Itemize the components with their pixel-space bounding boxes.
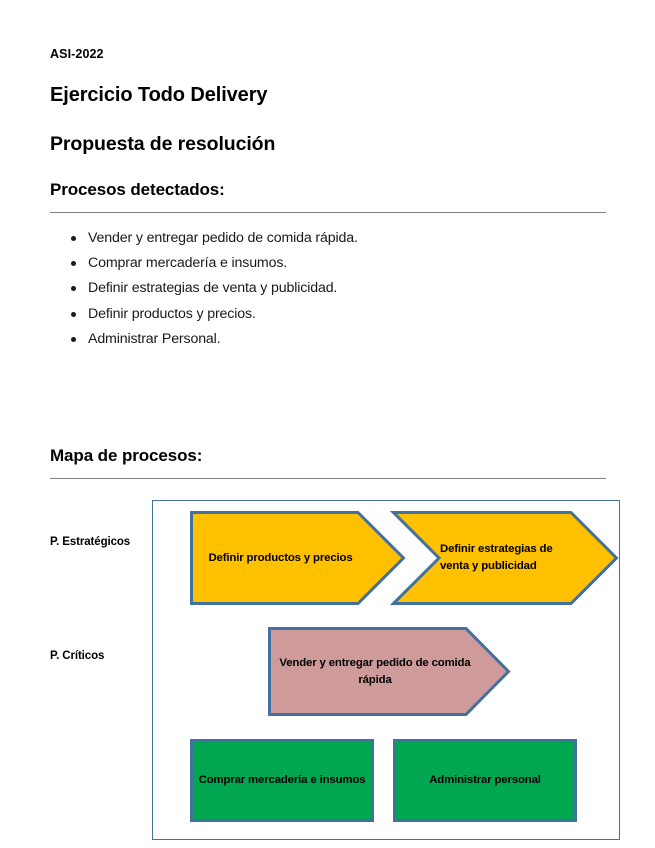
shape-comprar-mercaderia: Comprar mercadería e insumos [190,739,374,822]
list-item: Vender y entregar pedido de comida rápid… [71,226,588,251]
heading-divider-processes [50,212,606,213]
map-heading: Mapa de procesos: [50,446,203,465]
list-item: Administrar Personal. [71,327,588,352]
list-item: Comprar mercadería e insumos. [71,251,588,276]
rectangle-shape-icon [393,739,577,822]
processes-heading: Procesos detectados: [50,180,225,199]
shape-label: Comprar mercadería e insumos [198,774,366,786]
process-map-frame [152,500,620,840]
document-subtitle: Propuesta de resolución [50,133,276,155]
shape-definir-estrategias: Definir estrategias de venta y publicida… [392,511,618,605]
heading-divider-map [50,478,606,479]
chevron-shape-icon [392,511,618,605]
document-code: ASI-2022 [50,47,104,61]
list-item: Definir productos y precios. [71,302,588,327]
processes-list: Vender y entregar pedido de comida rápid… [62,226,588,352]
pentagon-shape-icon [268,627,510,716]
shape-label: Vender y entregar pedido de comida rápid… [279,656,471,686]
document-title: Ejercicio Todo Delivery [50,84,268,106]
rectangle-shape-icon [190,739,374,822]
shape-administrar-personal: Administrar personal [393,739,577,822]
row-label-critical: P. Críticos [50,650,105,662]
shape-definir-productos: Definir productos y precios [190,511,405,605]
shape-label: Definir estrategias de venta y publicida… [440,543,553,572]
shape-label: Definir productos y precios [208,551,353,564]
shape-label: Administrar personal [429,774,541,786]
list-item: Definir estrategias de venta y publicida… [71,276,588,301]
shape-vender-entregar: Vender y entregar pedido de comida rápid… [268,627,510,716]
row-label-strategic: P. Estratégicos [50,536,131,548]
pentagon-shape-icon [190,511,405,605]
